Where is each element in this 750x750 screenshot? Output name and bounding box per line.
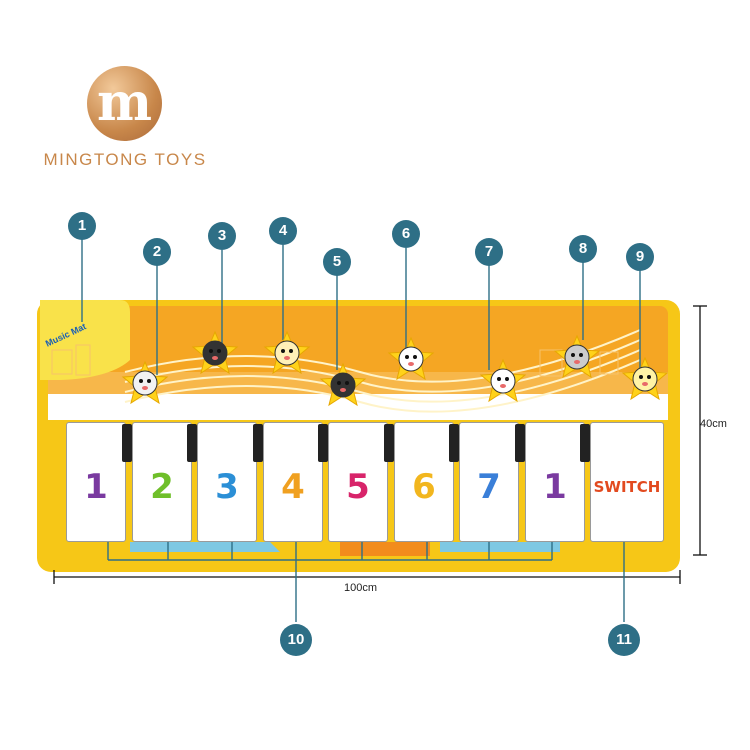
- callout-11: 11: [608, 624, 640, 656]
- key-number-label: 7: [477, 467, 501, 507]
- piano-key-7[interactable]: 7: [459, 422, 519, 542]
- chick-icon[interactable]: [262, 330, 312, 376]
- black-key[interactable]: [318, 424, 328, 462]
- switch-key[interactable]: SWITCH: [590, 422, 664, 542]
- callout-1: 1: [68, 212, 96, 240]
- black-key[interactable]: [253, 424, 263, 462]
- black-key[interactable]: [515, 424, 525, 462]
- callout-2: 2: [143, 238, 171, 266]
- piano-key-1[interactable]: 1: [66, 422, 126, 542]
- callout-9: 9: [626, 243, 654, 271]
- callout-3: 3: [208, 222, 236, 250]
- brand-logo-letter: m: [96, 72, 153, 133]
- brand-name: MINGTONG TOYS: [43, 150, 207, 169]
- callout-5: 5: [323, 248, 351, 276]
- key-number-label: 3: [215, 467, 239, 507]
- callout-4: 4: [269, 217, 297, 245]
- black-key[interactable]: [122, 424, 132, 462]
- callout-6: 6: [392, 220, 420, 248]
- black-key[interactable]: [187, 424, 197, 462]
- zebra-icon[interactable]: [552, 334, 602, 380]
- key-number-label: 2: [150, 467, 174, 507]
- penguin-icon[interactable]: [318, 362, 368, 408]
- piano-key-5[interactable]: 5: [328, 422, 388, 542]
- key-number-label: 5: [346, 467, 370, 507]
- black-key[interactable]: [580, 424, 590, 462]
- music-mat-logo-badge: [40, 300, 130, 380]
- switch-label: SWITCH: [593, 478, 661, 496]
- black-key[interactable]: [384, 424, 394, 462]
- cat-icon[interactable]: [120, 360, 170, 406]
- sheep-icon[interactable]: [478, 358, 528, 404]
- key-number-label: 6: [412, 467, 436, 507]
- piano-key-3[interactable]: 3: [197, 422, 257, 542]
- key-number-label: 4: [281, 467, 305, 507]
- callout-7: 7: [475, 238, 503, 266]
- piano-key-8[interactable]: 1: [525, 422, 585, 542]
- height-dimension-label: 40cm: [700, 418, 727, 430]
- black-key[interactable]: [449, 424, 459, 462]
- key-number-label: 1: [543, 467, 567, 507]
- width-dimension-label: 100cm: [344, 582, 378, 594]
- key-number-label: 1: [84, 467, 108, 507]
- piano-key-2[interactable]: 2: [132, 422, 192, 542]
- brand-logo-icon: m: [87, 66, 162, 141]
- piano-key-6[interactable]: 6: [394, 422, 454, 542]
- callout-10: 10: [280, 624, 312, 656]
- duck-icon[interactable]: [620, 356, 670, 402]
- cow-icon[interactable]: [386, 336, 436, 382]
- dog-icon[interactable]: [190, 330, 240, 376]
- callout-8: 8: [569, 235, 597, 263]
- piano-key-4[interactable]: 4: [263, 422, 323, 542]
